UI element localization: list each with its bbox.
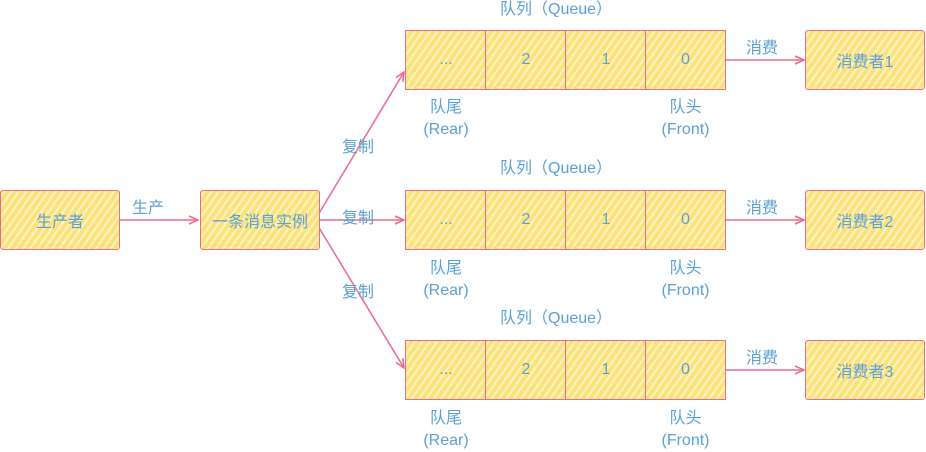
queue-rear-label: 队尾 (Rear): [405, 408, 487, 452]
queue-cell: 2: [485, 190, 567, 250]
queue-cell: ...: [405, 190, 487, 250]
front-text: 队头: [669, 260, 702, 277]
rear-text-en: (Rear): [423, 121, 469, 138]
queue-title: 队列（Queue）: [500, 1, 613, 18]
front-text: 队头: [669, 99, 702, 116]
front-text-en: (Front): [661, 121, 710, 138]
queue-cell: 0: [645, 340, 726, 400]
consume-label-2: 消费: [746, 200, 779, 217]
queue-front-label: 队头 (Front): [645, 258, 726, 302]
queue-cell: 2: [485, 30, 567, 90]
rear-text: 队尾: [429, 99, 462, 116]
consumer-node-2: 消费者2: [805, 190, 925, 250]
consumer-node-3: 消费者3: [805, 340, 925, 400]
queue-cell: 1: [565, 340, 647, 400]
copy-label-1: 复制: [342, 139, 375, 156]
rear-text: 队尾: [429, 410, 462, 427]
queue-title: 队列（Queue）: [500, 160, 613, 177]
queue-title: 队列（Queue）: [500, 310, 613, 327]
edge-copy-3: [317, 225, 404, 368]
rear-text-en: (Rear): [423, 282, 469, 299]
queue-cell: 1: [565, 190, 647, 250]
produce-edge-label: 生产: [132, 200, 165, 217]
consume-label-1: 消费: [746, 40, 779, 57]
front-text: 队头: [669, 410, 702, 427]
message-node: 一条消息实例: [200, 190, 320, 250]
rear-text: 队尾: [429, 260, 462, 277]
front-text-en: (Front): [661, 282, 710, 299]
queue-cell: ...: [405, 340, 487, 400]
queue-front-label: 队头 (Front): [645, 408, 726, 452]
queue-cell: 1: [565, 30, 647, 90]
producer-node: 生产者: [0, 190, 120, 250]
queue-rear-label: 队尾 (Rear): [405, 258, 487, 302]
queue-front-label: 队头 (Front): [645, 97, 726, 141]
queue-rear-label: 队尾 (Rear): [405, 97, 487, 141]
consume-label-3: 消费: [746, 350, 779, 367]
rear-text-en: (Rear): [423, 432, 469, 449]
queue-cell: 0: [645, 190, 726, 250]
consumer-node-1: 消费者1: [805, 30, 925, 90]
queue-cell: ...: [405, 30, 487, 90]
queue-cell: 0: [645, 30, 726, 90]
edge-copy-1: [317, 72, 404, 216]
queue-cell: 2: [485, 340, 567, 400]
copy-label-2: 复制: [342, 210, 375, 227]
copy-label-3: 复制: [342, 284, 375, 301]
front-text-en: (Front): [661, 432, 710, 449]
